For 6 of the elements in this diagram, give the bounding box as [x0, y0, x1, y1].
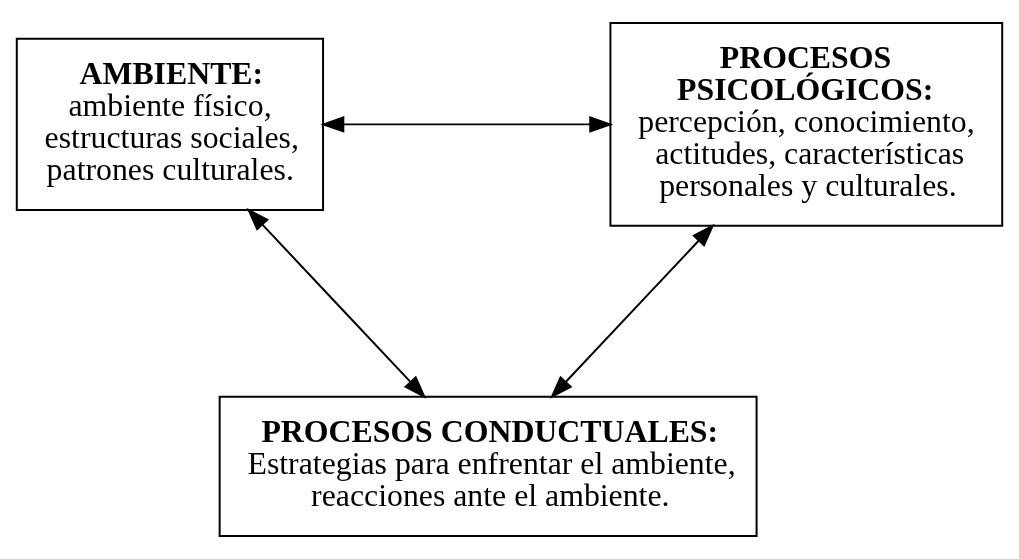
- node-box: PROCESOS PSICOLÓGICOS: percepción, conocimiento, actitudes, características personales y culturales.: [609, 21, 1004, 227]
- arrow: [246, 207, 427, 399]
- arrow: [549, 223, 715, 399]
- arrow: [320, 116, 614, 133]
- node-box: AMBIENTE: ambiente físico, estructuras sociales, patrones culturales.: [15, 37, 325, 211]
- node-box: PROCESOS CONDUCTUALES: Estrategias para enfrentar el ambiente, reacciones ante el ambiente.: [218, 395, 758, 538]
